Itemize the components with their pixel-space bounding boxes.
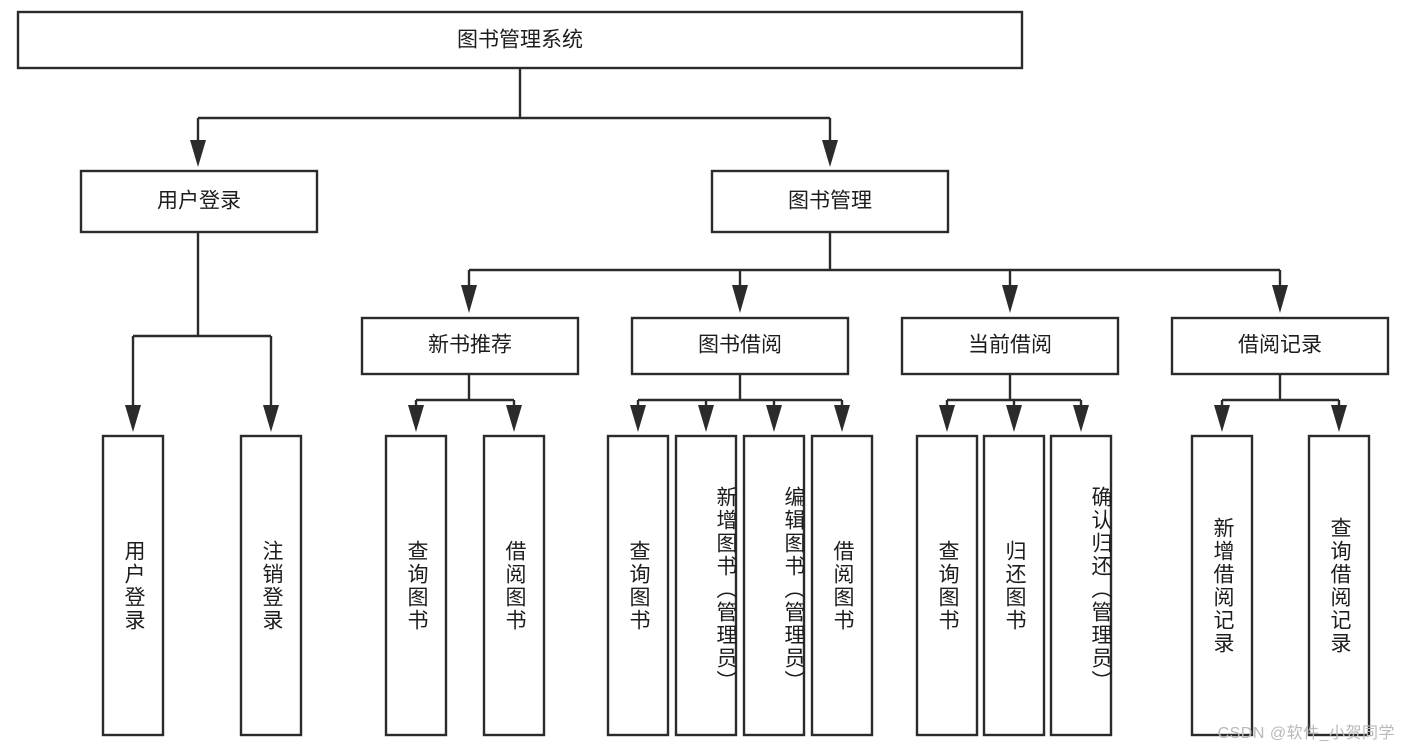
- arrow-root-to-book-mgmt: [822, 140, 838, 167]
- node-book-borrow-box[interactable]: [630, 316, 850, 376]
- leaf-box-borrow-0[interactable]: [606, 434, 670, 737]
- leaf-box-borrow-1[interactable]: [674, 434, 738, 737]
- connector-group-current: [939, 374, 1089, 432]
- arrow-book-mgmt-to-current: [1002, 285, 1018, 313]
- connector-group-user-login: [125, 232, 279, 432]
- node-current-borrow-box[interactable]: [900, 316, 1120, 376]
- node-current-borrow-label: 当前借阅: [968, 334, 1052, 357]
- connector-group-root: [190, 68, 838, 167]
- arrow-borrow-leaf-0: [630, 405, 646, 432]
- leaf-box-borrow-3[interactable]: [810, 434, 874, 737]
- arrow-borrow-leaf-3: [834, 405, 850, 432]
- leaf-box-new-book-0[interactable]: [384, 434, 448, 737]
- leaf-box-user-login-1[interactable]: [239, 434, 303, 737]
- leaf-box-record-1[interactable]: [1307, 434, 1371, 737]
- arrow-book-mgmt-to-borrow: [732, 285, 748, 313]
- arrow-book-mgmt-to-new-book: [461, 285, 477, 313]
- node-borrow-record-label: 借阅记录: [1238, 334, 1322, 357]
- connector-group-book-mgmt: [461, 232, 1288, 313]
- arrow-current-leaf-1: [1006, 405, 1022, 432]
- connector-group-record: [1214, 374, 1347, 432]
- connector-group-new-book: [408, 374, 522, 432]
- arrow-borrow-leaf-1: [698, 405, 714, 432]
- leaf-box-current-1[interactable]: [982, 434, 1046, 737]
- arrow-current-leaf-0: [939, 405, 955, 432]
- csdn-watermark: CSDN @软件_小贺同学: [1217, 725, 1395, 742]
- node-new-book-box[interactable]: [360, 316, 580, 376]
- arrow-new-book-leaf-1: [506, 405, 522, 432]
- arrow-record-leaf-1: [1331, 405, 1347, 432]
- arrow-user-login-leaf-0: [125, 405, 141, 432]
- node-book-borrow-label: 图书借阅: [698, 334, 782, 357]
- node-user-login-label: 用户登录: [157, 190, 241, 213]
- node-user-login-box[interactable]: [79, 169, 319, 234]
- node-book-mgmt-label: 图书管理: [788, 190, 872, 213]
- connector-group-borrow: [630, 374, 850, 432]
- leaf-box-record-0[interactable]: [1190, 434, 1254, 737]
- arrow-borrow-leaf-2: [766, 405, 782, 432]
- leaf-box-current-0[interactable]: [915, 434, 979, 737]
- leaf-box-user-login-0[interactable]: [101, 434, 165, 737]
- arrow-current-leaf-2: [1073, 405, 1089, 432]
- arrow-record-leaf-0: [1214, 405, 1230, 432]
- leaf-box-borrow-2[interactable]: [742, 434, 806, 737]
- leaf-box-new-book-1[interactable]: [482, 434, 546, 737]
- arrow-new-book-leaf-0: [408, 405, 424, 432]
- node-root-label: 图书管理系统: [457, 29, 583, 52]
- leaf-box-current-2[interactable]: [1049, 434, 1113, 737]
- arrow-user-login-leaf-1: [263, 405, 279, 432]
- arrow-book-mgmt-to-record: [1272, 285, 1288, 313]
- node-borrow-record-box[interactable]: [1170, 316, 1390, 376]
- node-book-mgmt-box[interactable]: [710, 169, 950, 234]
- node-new-book-label: 新书推荐: [428, 334, 512, 357]
- arrow-root-to-user-login: [190, 140, 206, 167]
- node-root-box[interactable]: [16, 10, 1024, 70]
